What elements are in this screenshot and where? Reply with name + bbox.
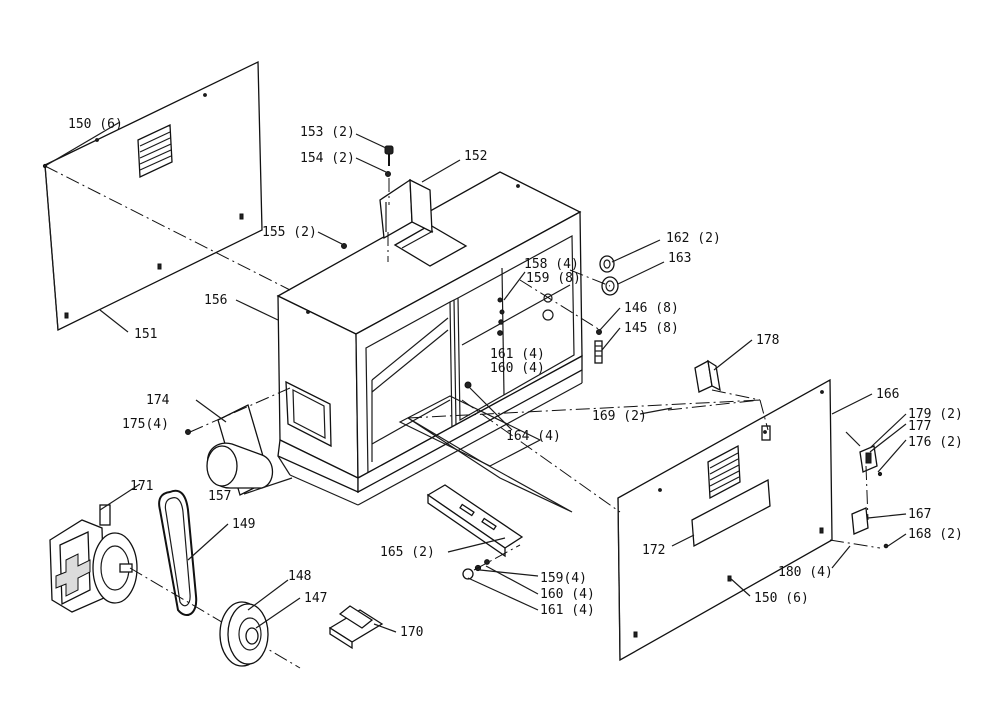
label-152: 152 — [464, 149, 487, 164]
label-180: 180 (4) — [778, 565, 833, 580]
label-161: 161 (4) — [490, 347, 545, 362]
label-147: 147 — [304, 591, 327, 606]
label-177: 177 — [908, 419, 931, 434]
label-150-bottom: 150 (6) — [754, 591, 809, 606]
label-159-4: 159(4) — [540, 571, 587, 586]
label-149: 149 — [232, 517, 255, 532]
label-170: 170 — [400, 625, 423, 640]
label-151: 151 — [134, 327, 157, 342]
mounting-bracket — [407, 417, 573, 580]
label-145: 145 (8) — [624, 321, 679, 336]
switch-box — [694, 359, 721, 393]
label-160-b: 160 (4) — [540, 587, 595, 602]
label-155: 155 (2) — [262, 225, 317, 240]
label-172: 172 — [642, 543, 665, 558]
left-side-panel — [42, 60, 263, 332]
label-157: 157 — [208, 489, 231, 504]
access-plate — [691, 478, 771, 548]
leader-lines — [44, 121, 907, 633]
right-side-panel — [617, 378, 833, 662]
label-163: 163 — [668, 251, 691, 266]
label-159-8: 159 (8) — [526, 271, 581, 286]
left-panel-vent — [137, 124, 173, 178]
label-167: 167 — [908, 507, 931, 522]
top-bracket-assembly — [379, 145, 433, 262]
label-156: 156 — [204, 293, 227, 308]
part-labels: 150 (6) 151 153 (2) 154 (2) 152 155 (2) … — [68, 117, 963, 640]
wheel-assembly — [519, 255, 619, 364]
label-169: 169 (2) — [592, 409, 647, 424]
label-160: 160 (4) — [490, 361, 545, 376]
drive-belt — [158, 489, 198, 616]
label-146: 146 (8) — [624, 301, 679, 316]
motor — [49, 504, 301, 669]
switch-assembly — [845, 431, 889, 549]
label-148: 148 — [288, 569, 311, 584]
label-178: 178 — [756, 333, 779, 348]
cabinet-body — [276, 171, 583, 506]
cover-167 — [851, 507, 869, 535]
label-179: 179 (2) — [908, 407, 963, 422]
label-164: 164 (4) — [506, 429, 561, 444]
label-158: 158 (4) — [524, 257, 579, 272]
pulley — [219, 601, 269, 667]
label-168: 168 (2) — [908, 527, 963, 542]
label-153: 153 (2) — [300, 125, 355, 140]
label-154: 154 (2) — [300, 151, 355, 166]
label-162: 162 (2) — [666, 231, 721, 246]
label-161-b: 161 (4) — [540, 603, 595, 618]
label-166: 166 — [876, 387, 899, 402]
right-panel-vent — [707, 444, 741, 500]
screw-153 — [384, 145, 394, 166]
label-165: 165 (2) — [380, 545, 435, 560]
label-171: 171 — [130, 479, 153, 494]
alignment-lines — [44, 165, 881, 549]
washer-154 — [385, 171, 391, 177]
handle — [328, 605, 384, 650]
dust-port — [185, 387, 291, 496]
label-176: 176 (2) — [908, 435, 963, 450]
label-150-top: 150 (6) — [68, 117, 123, 132]
label-174: 174 — [146, 393, 170, 408]
label-175: 175(4) — [122, 417, 169, 432]
